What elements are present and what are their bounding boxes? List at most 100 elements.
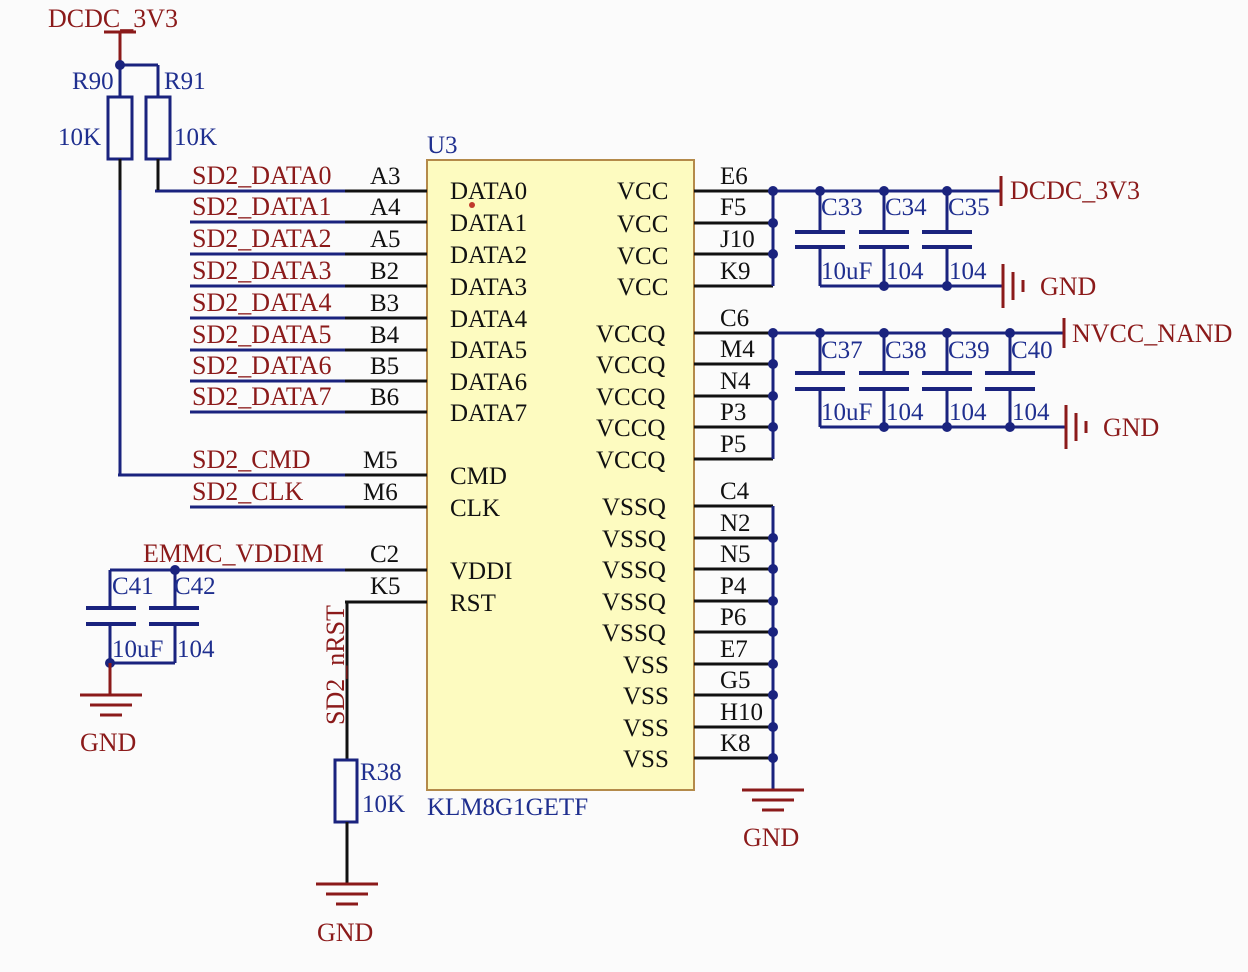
pin-name: DATA5 xyxy=(450,337,527,364)
resistor-r91 xyxy=(144,95,172,161)
power-label-dcdc-3v3: DCDC_3V3 xyxy=(1010,176,1140,205)
ref-c37: C37 xyxy=(821,337,863,364)
value-r38: 10K xyxy=(362,791,405,818)
pin-name: VSS xyxy=(623,715,669,742)
pin-number: P3 xyxy=(720,399,746,426)
pin-name: DATA6 xyxy=(450,369,527,396)
vcc-decoupling: DCDC_3V3 GND C33 C34 C35 10uF 104 104 xyxy=(768,176,1140,308)
pin-name: VSS xyxy=(623,683,669,710)
pin-name: DATA1 xyxy=(450,210,527,237)
pin-number: C4 xyxy=(720,478,750,505)
pin-number: A5 xyxy=(370,226,401,253)
net-label-sd2-nrst: SD2_nRST xyxy=(321,605,350,725)
pin-name: VSS xyxy=(623,652,669,679)
pin-number: E6 xyxy=(720,163,748,190)
pin-name: VCCQ xyxy=(596,321,665,348)
left-net-labels: SD2_DATA0 SD2_DATA1 SD2_DATA2 SD2_DATA3 … xyxy=(143,161,350,725)
pin-number: A3 xyxy=(370,163,401,190)
pin-number: N5 xyxy=(720,541,751,568)
pin-number: M6 xyxy=(363,479,398,506)
net-label-sd2-data6: SD2_DATA6 xyxy=(192,351,331,380)
pin-number: P4 xyxy=(720,573,747,600)
ref-r91: R91 xyxy=(164,68,206,95)
net-label-sd2-data2: SD2_DATA2 xyxy=(192,224,331,253)
left-pin-wires xyxy=(110,189,427,760)
pin-number: B3 xyxy=(370,290,399,317)
ref-c42: C42 xyxy=(174,573,216,600)
value-r91: 10K xyxy=(174,124,217,151)
pin-number: B6 xyxy=(370,384,399,411)
pin-name: VSS xyxy=(623,746,669,773)
gnd-label: GND xyxy=(743,823,799,852)
pin-name: DATA4 xyxy=(450,306,528,333)
ref-c40: C40 xyxy=(1011,337,1053,364)
net-label-sd2-data0: SD2_DATA0 xyxy=(192,161,331,190)
gnd-label: GND xyxy=(80,728,136,757)
ic-designator: U3 xyxy=(427,132,458,159)
pin-name: CLK xyxy=(450,495,500,522)
reset-pulldown: R38 10K GND xyxy=(316,758,405,947)
pin-name: VCCQ xyxy=(596,415,665,442)
value-c40: 104 xyxy=(1012,399,1050,426)
value-c33: 10uF xyxy=(821,258,872,285)
pin-number: C6 xyxy=(720,305,749,332)
pin-name: VCC xyxy=(617,274,668,301)
pin-number: M4 xyxy=(720,336,755,363)
value-c37: 10uF xyxy=(821,399,872,426)
ref-c39: C39 xyxy=(948,337,990,364)
ref-c34: C34 xyxy=(885,194,927,221)
ic-body xyxy=(426,159,695,791)
net-label-sd2-data4: SD2_DATA4 xyxy=(192,288,331,317)
net-label-sd2-cmd: SD2_CMD xyxy=(192,445,310,474)
pin1-marker xyxy=(469,202,475,208)
net-label-sd2-clk: SD2_CLK xyxy=(192,477,303,506)
pin-number: H10 xyxy=(720,699,763,726)
net-label-emmc-vddim: EMMC_VDDIM xyxy=(143,539,324,568)
ic-part-number: KLM8G1GETF xyxy=(427,794,588,821)
pin-number: M5 xyxy=(363,447,398,474)
value-c38: 104 xyxy=(886,399,924,426)
pin-name: RST xyxy=(450,590,496,617)
pin-name: DATA2 xyxy=(450,242,527,269)
pin-number: C2 xyxy=(370,541,399,568)
ref-c33: C33 xyxy=(821,194,863,221)
vccq-decoupling: NVCC_NAND GND C37 C38 C39 C40 10uF 104 1… xyxy=(768,318,1232,459)
pin-number: G5 xyxy=(720,667,751,694)
pin-number: B4 xyxy=(370,322,400,349)
pin-number: P5 xyxy=(720,431,746,458)
right-pin-numbers: E6 F5 J10 K9 C6 M4 N4 P3 P5 C4 N2 N5 P4 … xyxy=(720,163,763,757)
pin-name: VCC xyxy=(617,178,668,205)
pin-name: VSSQ xyxy=(602,526,666,553)
gnd-label: GND xyxy=(317,918,373,947)
pin-name: DATA7 xyxy=(450,400,527,427)
power-label-nvcc-nand: NVCC_NAND xyxy=(1072,319,1232,348)
pin-name: VCC xyxy=(617,243,668,270)
value-r90: 10K xyxy=(58,124,101,151)
value-c35: 104 xyxy=(949,258,987,285)
pin-name: DATA0 xyxy=(450,178,527,205)
ref-c41: C41 xyxy=(112,573,154,600)
pin-number: P6 xyxy=(720,604,746,631)
pin-name: CMD xyxy=(450,463,507,490)
pin-name: VDDI xyxy=(450,558,513,585)
value-c39: 104 xyxy=(949,399,987,426)
left-pin-names: DATA0 DATA1 DATA2 DATA3 DATA4 DATA5 DATA… xyxy=(450,178,528,617)
right-pin-names: VCC VCC VCC VCC VCCQ VCCQ VCCQ VCCQ VCCQ… xyxy=(596,178,669,773)
value-c42: 104 xyxy=(177,636,215,663)
pin-number: N4 xyxy=(720,368,751,395)
resistor-r90 xyxy=(106,95,134,161)
ref-c38: C38 xyxy=(885,337,927,364)
ref-r38: R38 xyxy=(360,759,402,786)
pin-name: VCCQ xyxy=(596,447,665,474)
pin-name: VSSQ xyxy=(602,494,666,521)
pin-name: VSSQ xyxy=(602,589,666,616)
gnd-label: GND xyxy=(1103,413,1159,442)
value-c34: 104 xyxy=(886,258,924,285)
pin-name: VSSQ xyxy=(602,557,666,584)
pin-number: K5 xyxy=(370,573,401,600)
vddi-decoupling: C41 C42 10uF 104 GND xyxy=(80,565,216,757)
net-label-sd2-data1: SD2_DATA1 xyxy=(192,192,331,221)
net-label-sd2-data7: SD2_DATA7 xyxy=(192,382,331,411)
